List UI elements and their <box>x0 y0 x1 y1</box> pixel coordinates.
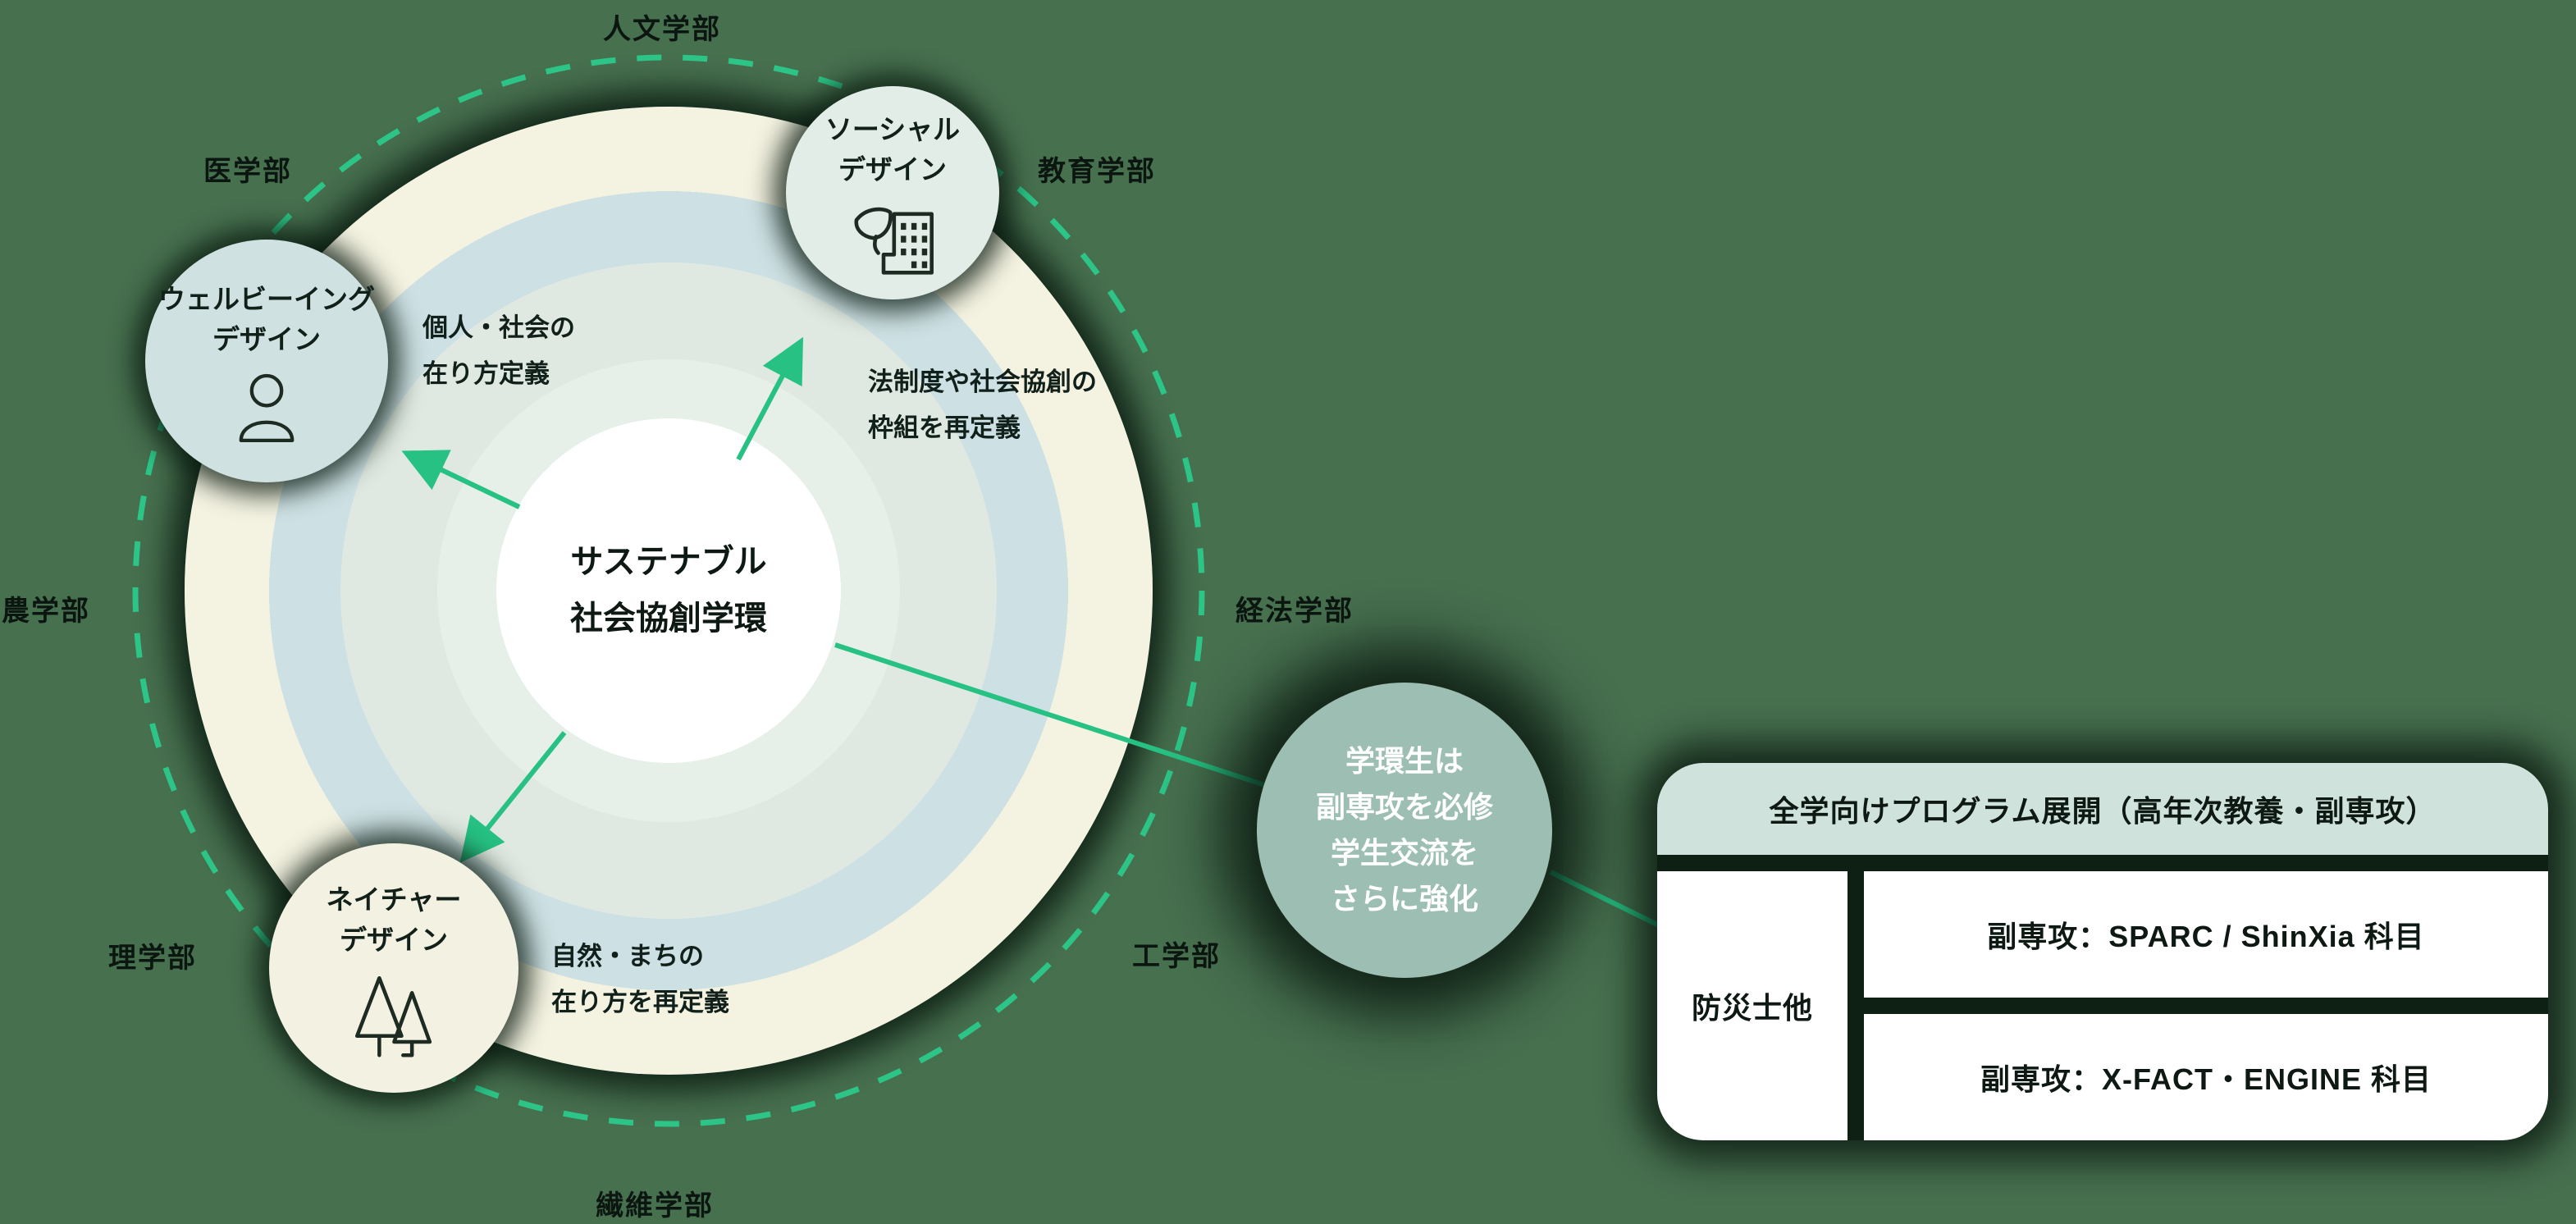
wellbeing-label-line2: デザイン <box>212 324 321 354</box>
faculty-label-agriculture: 農学部 <box>2 596 90 627</box>
social-label-line1: ソーシャル <box>824 113 961 144</box>
program-table-body: 防災士他 副専攻：SPARC / ShinXia 科目 副専攻：X-FACT・E… <box>1657 855 2548 1140</box>
annotation-nature-line1: 自然・まちの <box>551 942 704 971</box>
faculty-label-textile: 繊維学部 <box>596 1190 714 1222</box>
building-leaf-icon <box>847 202 938 277</box>
program-table-cell-xfact: 副専攻：X-FACT・ENGINE 科目 <box>1864 1014 2548 1140</box>
center-title-line1: サステナブル <box>570 544 767 581</box>
callout-line4: さらに強化 <box>1330 881 1478 916</box>
center-title-line2: 社会協創学環 <box>570 601 767 637</box>
connector-callout-to-table <box>1549 870 1660 928</box>
annotation-personal-line2: 在り方定義 <box>422 359 550 388</box>
program-table-cell-sparc: 副専攻：SPARC / ShinXia 科目 <box>1864 871 2548 998</box>
satellite-nature-design: ネイチャー デザイン <box>269 843 518 1093</box>
satellite-social-design: ソーシャル デザイン <box>786 86 999 299</box>
annotation-nature-town: 自然・まちの 在り方を再定義 <box>551 934 729 1025</box>
social-label-line2: デザイン <box>838 154 947 185</box>
annotation-nature-line2: 在り方を再定義 <box>551 987 729 1016</box>
program-table-cell-bousai: 防災士他 <box>1657 871 1848 1140</box>
callout-line3: 学生交流を <box>1330 836 1478 870</box>
annotation-legal-line1: 法制度や社会協創の <box>868 368 1097 396</box>
faculty-label-economics-law: 経法学部 <box>1235 596 1354 627</box>
program-table: 全学向けプログラム展開（高年次教養・副専攻） 防災士他 副専攻：SPARC / … <box>1657 763 2548 1140</box>
faculty-label-science: 理学部 <box>108 943 197 974</box>
nature-label-line2: デザイン <box>340 925 448 955</box>
person-icon <box>235 372 299 444</box>
nature-label-line1: ネイチャー <box>326 884 462 915</box>
annotation-legal-line2: 枠組を再定義 <box>868 413 1021 442</box>
pine-trees-icon <box>351 972 436 1057</box>
annotation-legal-framework: 法制度や社会協創の 枠組を再定義 <box>868 359 1097 451</box>
satellite-wellbeing-design: ウェルビーイング デザイン <box>145 240 388 482</box>
center-title: サステナブル 社会協創学環 <box>496 418 841 763</box>
annotation-personal-society: 個人・社会の 在り方定義 <box>422 305 575 397</box>
faculty-label-humanities: 人文学部 <box>603 14 721 45</box>
callout-line2: 副専攻を必修 <box>1315 790 1493 824</box>
program-table-header: 全学向けプログラム展開（高年次教養・副専攻） <box>1657 763 2548 855</box>
faculty-label-engineering: 工学部 <box>1132 941 1221 972</box>
annotation-personal-line1: 個人・社会の <box>422 313 575 342</box>
wellbeing-label-line1: ウェルビーイング <box>158 283 375 314</box>
callout-minor-required: 学環生は 副専攻を必修 学生交流を さらに強化 <box>1257 683 1552 978</box>
callout-line1: 学環生は <box>1345 744 1464 779</box>
faculty-label-medicine: 医学部 <box>203 156 292 187</box>
faculty-label-education: 教育学部 <box>1038 156 1156 187</box>
